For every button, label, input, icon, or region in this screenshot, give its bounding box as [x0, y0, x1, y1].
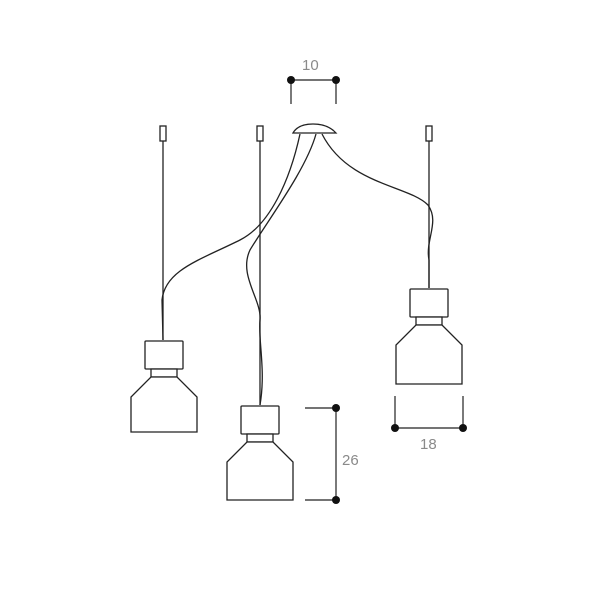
shade-width-label: 18 — [420, 436, 437, 453]
canopy — [291, 123, 338, 134]
shade-height-label: 26 — [342, 452, 359, 469]
power-cable-left — [161, 133, 301, 341]
lamp-center — [226, 405, 294, 501]
power-cable-center — [245, 133, 317, 406]
dimension-canopy-width — [287, 76, 340, 104]
dimension-shade-width — [391, 396, 467, 432]
lamp-left — [130, 340, 198, 433]
ceiling-anchor-left — [159, 125, 167, 142]
dimension-shade-height — [305, 404, 340, 504]
ceiling-anchor-center — [256, 125, 264, 142]
ceiling-anchor-right — [425, 125, 433, 142]
canopy-width-label: 10 — [302, 57, 319, 74]
power-cable-right — [321, 133, 434, 288]
lamp-right — [395, 288, 463, 385]
